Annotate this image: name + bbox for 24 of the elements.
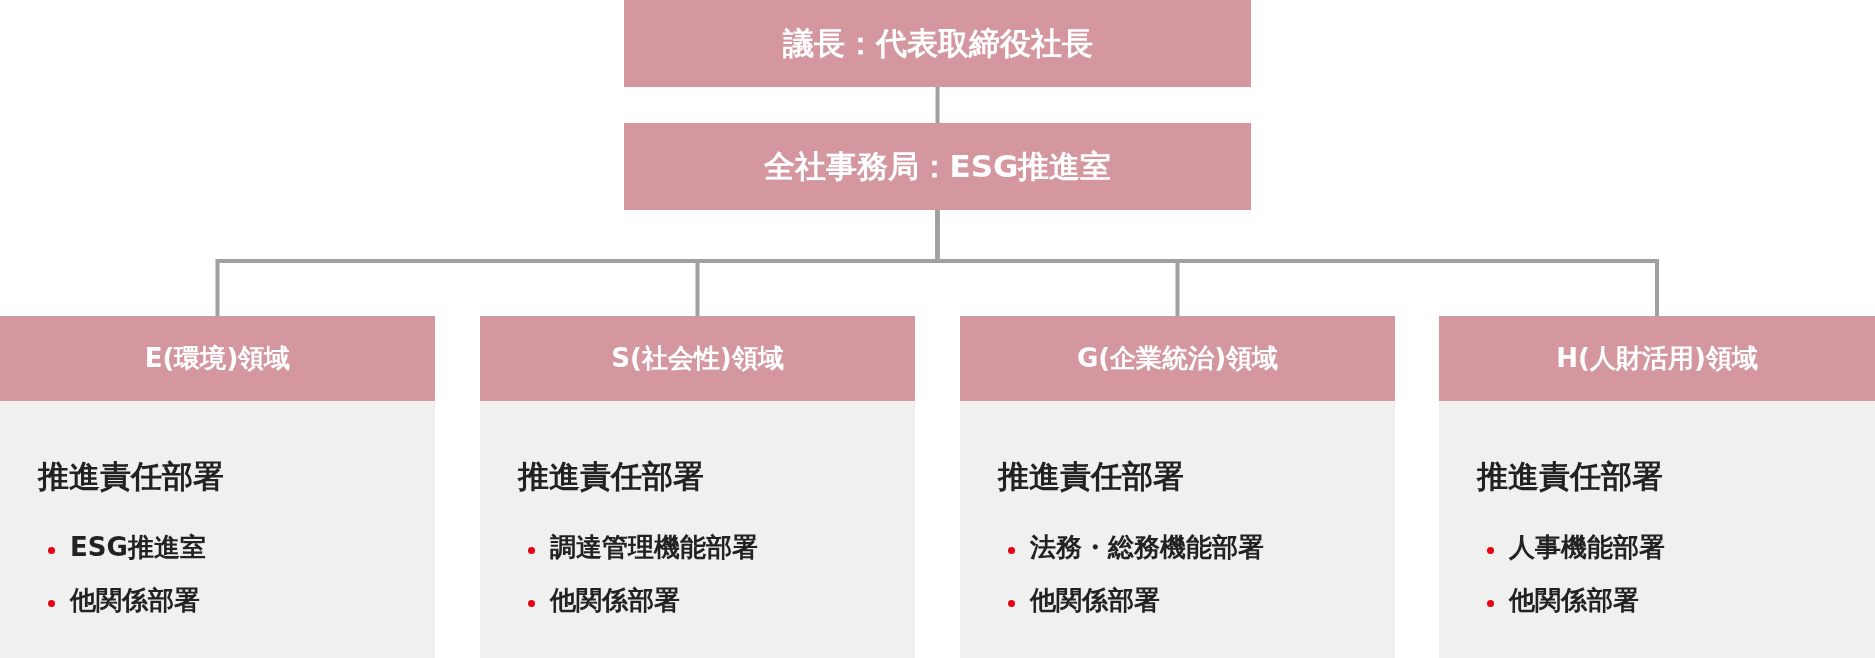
list-item: 法務・総務機能部署 [1030,531,1264,564]
list-item: 調達管理機能部署 [550,531,758,564]
header-band: E(環境)領域 [0,316,435,401]
header-band: G(企業統治)領域 [960,316,1395,401]
connector-line [935,87,940,123]
header-band: S(社会性)領域 [480,316,915,401]
domain-card [0,316,435,658]
section-heading: 推進責任部署 [998,457,1184,496]
header-band: H(人財活用)領域 [1439,316,1875,401]
domain-card [960,316,1395,658]
title-box: 全社事務局：ESG推進室 [624,123,1251,210]
list-item: 他関係部署 [1509,584,1639,617]
domain-card [1439,316,1875,658]
list-item: 他関係部署 [1030,584,1160,617]
section-heading: 推進責任部署 [38,457,224,496]
list-item: 人事機能部署 [1509,531,1665,564]
title-box: 議長：代表取締役社長 [624,0,1251,87]
section-heading: 推進責任部署 [1477,457,1663,496]
list-item: ESG推進室 [70,531,206,564]
section-heading: 推進責任部署 [518,457,704,496]
domain-card [480,316,915,658]
connector-line [935,210,1659,316]
list-item: 他関係部署 [70,584,200,617]
list-item: 他関係部署 [550,584,680,617]
